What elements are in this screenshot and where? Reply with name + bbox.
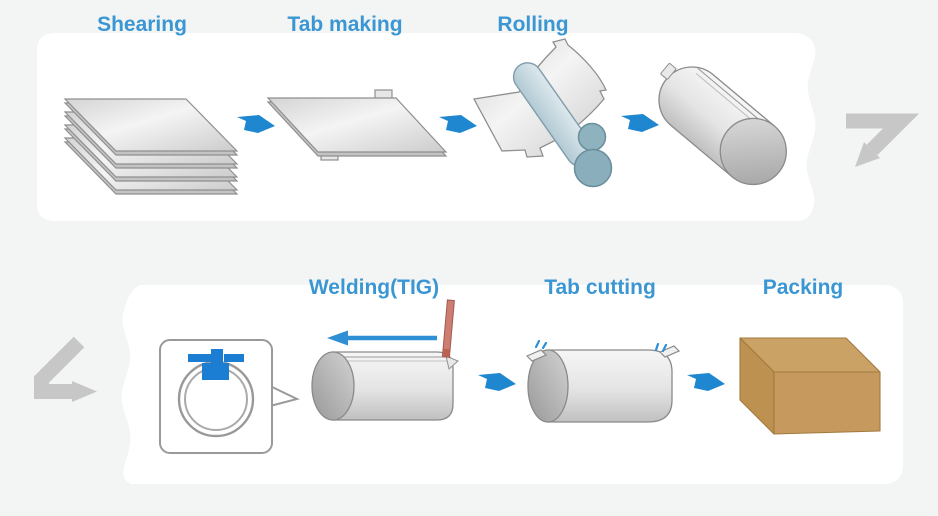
step-label-tab-making: Tab making [287, 13, 403, 36]
cut-spark-icon [534, 339, 668, 353]
welding-torch-cylinder-icon [311, 299, 459, 421]
tab-cutting-cylinder-icon [525, 339, 681, 423]
step-label-welding: Welding(TIG) [308, 276, 440, 299]
weld-ring-callout-icon [159, 339, 300, 454]
tabbed-sheet-icon [266, 89, 448, 161]
tig-rod-icon [441, 299, 455, 358]
torch-symbol-icon [188, 349, 244, 380]
rolled-cylinder-icon [658, 62, 787, 186]
step-label-tab-cutting: Tab cutting [544, 276, 656, 299]
step-label-shearing: Shearing [97, 13, 187, 36]
row-transition-arrow-icon [34, 336, 97, 402]
step-label-rolling: Rolling [497, 13, 569, 36]
weld-direction-arrow-icon [327, 330, 437, 346]
cardboard-box-icon [739, 337, 881, 435]
step-label-packing: Packing [762, 276, 844, 299]
stacked-sheets-icon [63, 98, 239, 195]
row-transition-arrow-icon [846, 113, 920, 167]
rolling-mill-icon [472, 38, 613, 188]
